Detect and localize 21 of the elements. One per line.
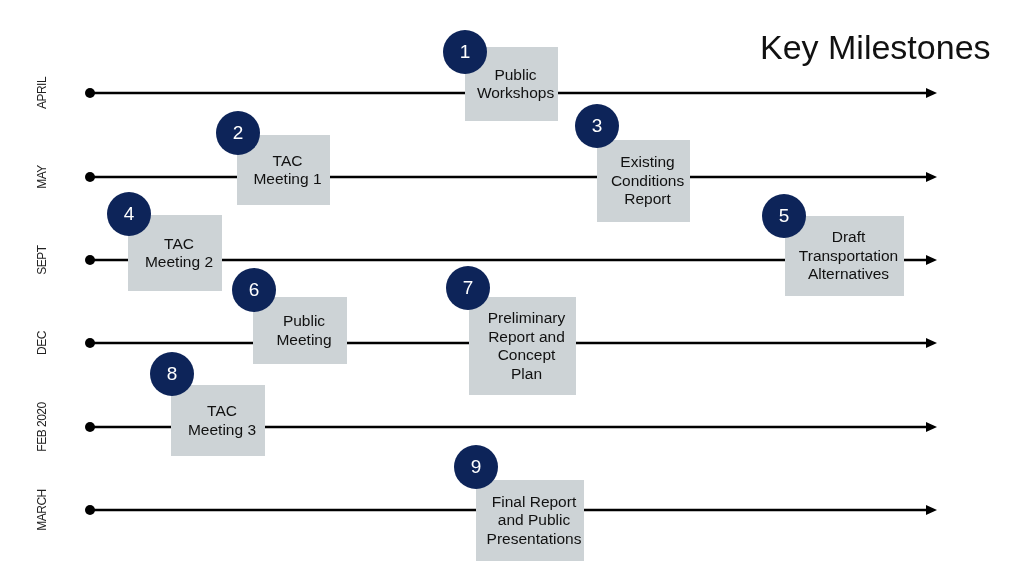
- milestone-box: Existing Conditions Report: [597, 140, 690, 222]
- milestone-box: Preliminary Report and Concept Plan: [469, 297, 576, 395]
- number-badge: 5: [762, 194, 806, 238]
- number-badge: 7: [446, 266, 490, 310]
- month-label: APRIL: [35, 76, 49, 110]
- number-badge: 8: [150, 352, 194, 396]
- month-label: FEB 2020: [35, 402, 49, 452]
- number-badge: 9: [454, 445, 498, 489]
- milestone-box: Final Report and Public Presentations: [476, 480, 584, 561]
- number-badge: 6: [232, 268, 276, 312]
- month-label: MARCH: [35, 489, 49, 531]
- month-label: SEPT: [35, 245, 49, 275]
- number-badge: 2: [216, 111, 260, 155]
- milestone-box: Public Meeting: [253, 297, 347, 364]
- number-badge: 1: [443, 30, 487, 74]
- number-badge: 3: [575, 104, 619, 148]
- title: Key Milestones: [760, 28, 991, 67]
- milestone-box: TAC Meeting 3: [171, 385, 265, 456]
- number-badge: 4: [107, 192, 151, 236]
- month-label: MAY: [35, 165, 49, 189]
- month-label: DEC: [35, 331, 49, 355]
